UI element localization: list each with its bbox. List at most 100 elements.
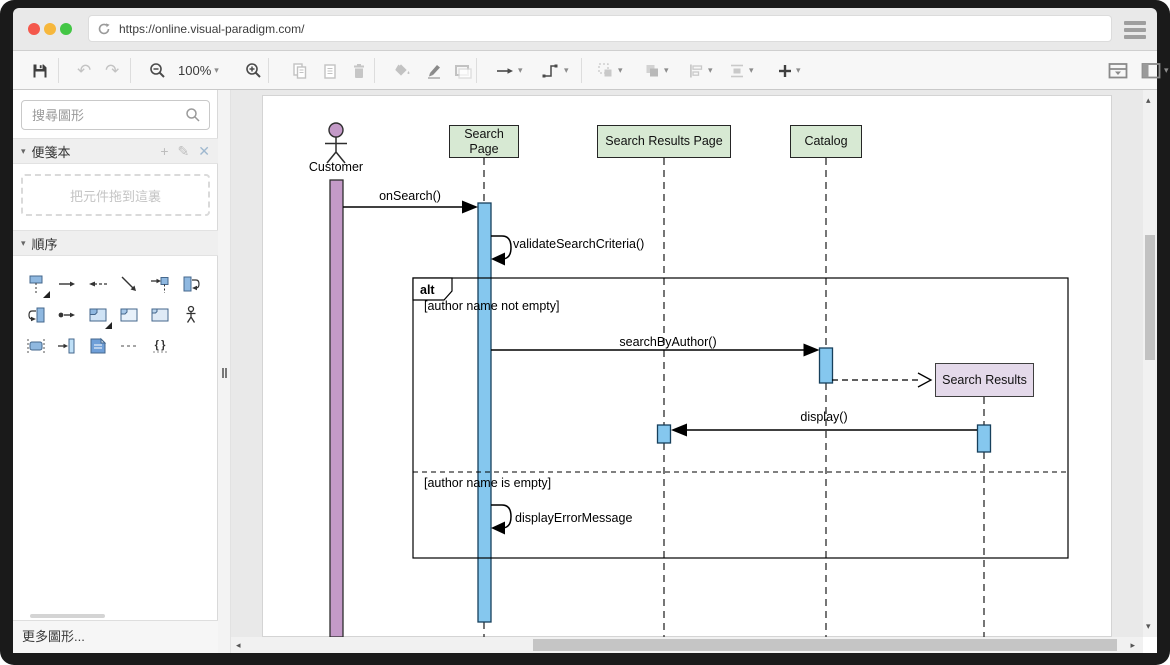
scroll-right-icon[interactable]: ▸ [1130,641,1135,650]
palette-constraint[interactable]: { } [149,335,171,357]
panel-splitter[interactable] [218,90,231,653]
save-button[interactable] [31,58,49,83]
activation-customer[interactable] [330,180,343,637]
object-search-results[interactable]: Search Results [935,363,1034,397]
activation-search-page[interactable] [478,203,491,622]
order-dropdown[interactable]: ▾ [643,58,669,83]
scratchpad-edit-icon[interactable]: ✎ [178,143,190,160]
activation-catalog[interactable] [820,348,833,383]
copy-button[interactable] [291,58,309,83]
palette-dashed-edge[interactable] [118,335,140,357]
layout-panels-dropdown[interactable]: ▾ [1141,58,1169,83]
scroll-down-icon[interactable]: ▾ [1146,622,1151,631]
actor-customer-label[interactable]: Customer [309,160,363,174]
redo-button[interactable]: ↷ [105,58,119,83]
palette-alt-fragment[interactable] [87,304,109,326]
vertical-scrollbar-thumb[interactable] [1145,235,1155,360]
guard-empty-label[interactable]: [author name is empty] [424,476,551,490]
svg-text:{ }: { } [154,339,165,351]
fill-color-button[interactable] [393,58,413,83]
palette-lifeline[interactable] [25,273,47,295]
message-display-error-label[interactable]: displayErrorMessage [515,511,632,525]
message-on-search-label[interactable]: onSearch() [379,189,441,203]
collapse-icon[interactable]: ▾ [21,146,26,157]
lifeline-head-search-results-page[interactable]: Search Results Page [597,125,731,158]
palette-diagonal-message[interactable] [118,273,140,295]
zoom-level-dropdown[interactable]: 100% ▾ [178,58,219,83]
scratchpad-add-icon[interactable]: + [160,143,168,159]
group-dropdown[interactable]: ▾ [597,58,623,83]
connector-line-style-dropdown[interactable]: ▾ [541,58,569,83]
search-icon[interactable] [185,107,201,123]
close-window-button[interactable] [28,23,40,35]
palette-actor[interactable] [180,304,202,326]
plus-icon [777,63,793,79]
sidebar-hscroll-thumb[interactable] [30,614,105,618]
zoom-in-icon [245,62,263,80]
copy-icon [291,62,309,80]
reload-icon[interactable] [97,22,111,36]
message-create-search-results-arrow[interactable] [832,373,931,387]
sequence-section-title: 順序 [32,234,58,253]
horizontal-scrollbar[interactable]: ◂ ▸ [231,637,1143,653]
activation-search-results[interactable] [978,425,991,452]
palette-activation[interactable] [56,335,78,357]
vertical-scrollbar[interactable]: ▴ ▾ [1143,90,1157,637]
scratchpad-header[interactable]: ▾ 便箋本 + ✎ ✕ [13,138,218,164]
browser-menu-icon[interactable] [1124,21,1146,42]
palette-return-message[interactable] [87,273,109,295]
palette-self-message[interactable] [180,273,202,295]
scroll-up-icon[interactable]: ▴ [1146,96,1151,105]
scratchpad-close-icon[interactable]: ✕ [198,143,210,160]
search-shapes-input[interactable] [30,107,185,124]
palette-lost-message[interactable] [56,304,78,326]
chevron-down-icon: ▾ [518,65,523,76]
scroll-left-icon[interactable]: ◂ [236,641,241,650]
chevron-down-icon: ▾ [664,65,669,76]
lifeline-head-catalog[interactable]: Catalog [790,125,862,158]
guard-not-empty-label[interactable]: [author name not empty] [424,299,560,313]
chevron-down-icon: ▾ [708,65,713,76]
shape-style-icon [453,62,473,80]
palette-concurrent[interactable] [25,335,47,357]
sequence-section-header[interactable]: ▾ 順序 [13,230,218,256]
message-search-by-author-label[interactable]: searchByAuthor() [619,335,716,349]
url-text: https://online.visual-paradigm.com/ [119,22,304,36]
line-color-button[interactable] [424,58,444,83]
palette-reverse-self-message[interactable] [25,304,47,326]
message-display-label[interactable]: display() [800,410,847,424]
shape-style-button[interactable] [453,58,473,83]
actor-customer-figure[interactable] [325,123,347,163]
toggle-format-panel-button[interactable] [1108,58,1128,83]
more-shapes-button[interactable]: 更多圖形... [13,620,218,653]
scratchpad-title: 便箋本 [32,142,71,161]
palette-message[interactable] [56,273,78,295]
palette-frame[interactable] [149,304,171,326]
distribute-dropdown[interactable]: ▾ [728,58,754,83]
message-display-arrow[interactable] [671,424,977,437]
connector-end-style-dropdown[interactable]: ▾ [495,58,523,83]
palette-loop-fragment[interactable] [118,304,140,326]
paste-icon [321,62,339,80]
paste-button[interactable] [321,58,339,83]
message-validate-label[interactable]: validateSearchCriteria() [513,237,644,251]
insert-shape-dropdown[interactable]: ▾ [777,58,801,83]
undo-button[interactable]: ↶ [77,58,91,83]
collapse-icon[interactable]: ▾ [21,238,26,249]
message-display-error-self-arrow[interactable] [491,505,511,535]
message-validate-self-arrow[interactable] [491,236,511,266]
lifeline-head-search-page[interactable]: Search Page [449,125,519,158]
palette-found-message[interactable] [149,273,171,295]
horizontal-scrollbar-thumb[interactable] [533,639,1117,651]
zoom-out-button[interactable] [149,58,167,83]
distribute-icon [728,62,746,80]
minimize-window-button[interactable] [44,23,56,35]
address-bar[interactable]: https://online.visual-paradigm.com/ [88,15,1112,42]
palette-note[interactable] [87,335,109,357]
zoom-window-button[interactable] [60,23,72,35]
align-dropdown[interactable]: ▾ [687,58,713,83]
zoom-in-button[interactable] [245,58,263,83]
scratchpad-dropzone[interactable]: 把元件拖到這裏 [21,174,210,216]
delete-button[interactable] [350,58,368,83]
activation-search-results-page[interactable] [658,425,671,443]
